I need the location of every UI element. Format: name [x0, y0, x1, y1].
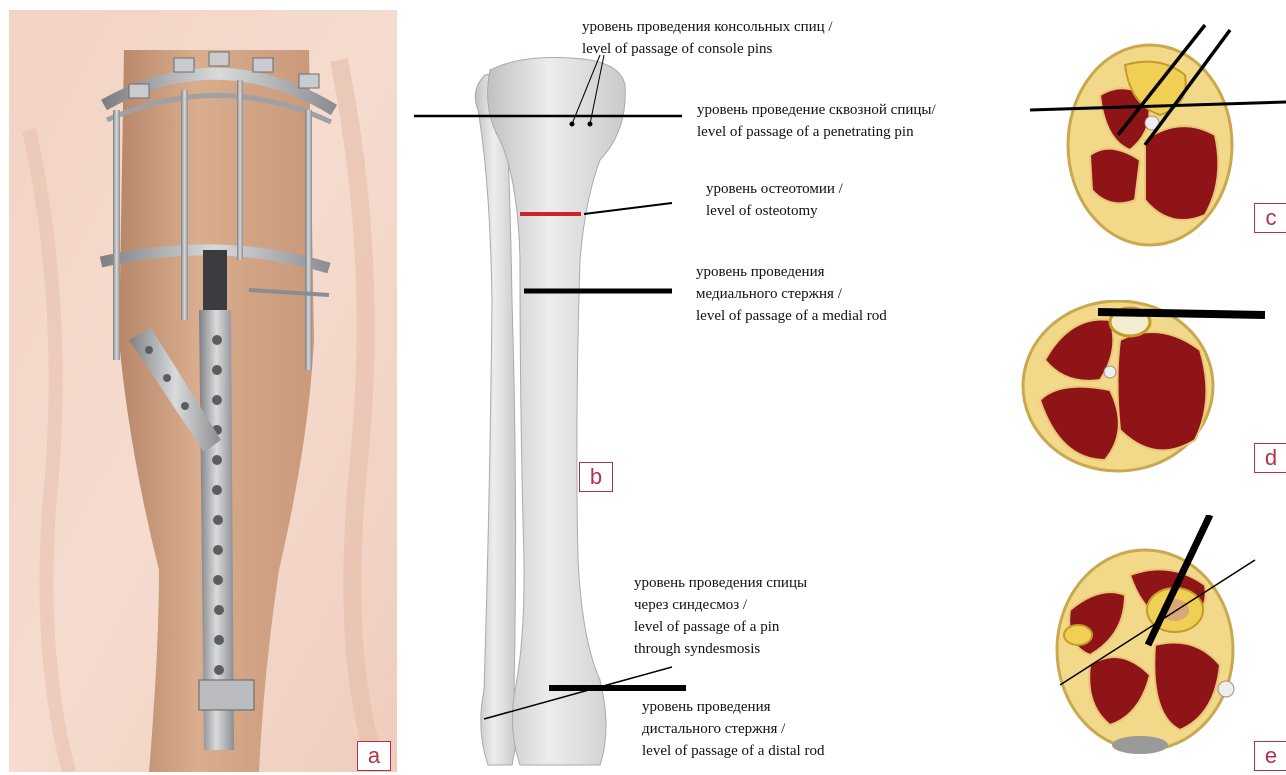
- panel-tag-d: d: [1254, 443, 1286, 473]
- panel-tag-e: e: [1254, 741, 1286, 771]
- cross-section-e: [1030, 515, 1286, 775]
- label-penetrating-pin: уровень проведение сквозной спицы/level …: [697, 99, 936, 143]
- fibula-bone: [475, 72, 516, 765]
- cross-section-d: [1020, 300, 1286, 490]
- panel-tag-c: c: [1254, 203, 1286, 233]
- label-osteotomy: уровень остеотомии /level of osteotomy: [706, 178, 843, 222]
- label-console-pins: уровень проведения консольных спиц /leve…: [582, 16, 833, 60]
- cross-section-c: [1030, 20, 1286, 270]
- panel-tag-a: a: [357, 741, 391, 771]
- panel-tag-b: b: [579, 462, 613, 492]
